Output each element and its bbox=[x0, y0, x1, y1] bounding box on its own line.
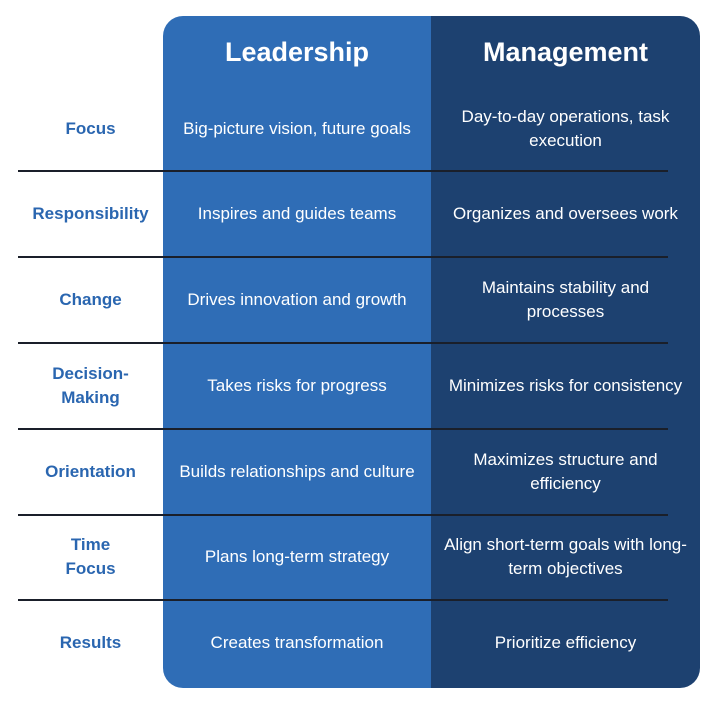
management-column bbox=[431, 16, 700, 688]
management-cell: Organizes and oversees work bbox=[453, 203, 678, 223]
leadership-cell: Takes risks for progress bbox=[207, 375, 387, 395]
row-label: Results bbox=[59, 633, 122, 652]
table-row: Decision- Making Takes risks for progres… bbox=[18, 343, 700, 428]
table-row: Orientation Builds relationships and cul… bbox=[18, 429, 700, 514]
table-row: Responsibility Inspires and guides teams… bbox=[18, 171, 700, 256]
management-cell: Maximizes structure and efficiency bbox=[473, 449, 658, 493]
management-cell: Minimizes risks for consistency bbox=[448, 375, 683, 395]
row-divider bbox=[18, 599, 668, 601]
row-divider bbox=[18, 170, 668, 172]
row-label: Orientation bbox=[45, 461, 136, 481]
leadership-cell: Builds relationships and culture bbox=[179, 461, 415, 481]
row-label: Decision- Making bbox=[52, 363, 129, 407]
management-cell: Day-to-day operations, task execution bbox=[461, 107, 670, 150]
leadership-column bbox=[163, 16, 431, 688]
row-label: Responsibility bbox=[32, 203, 149, 223]
leadership-cell: Plans long-term strategy bbox=[204, 547, 390, 566]
row-label: Change bbox=[59, 289, 122, 309]
leadership-cell: Inspires and guides teams bbox=[197, 203, 397, 223]
leadership-cell: Creates transformation bbox=[210, 633, 384, 652]
table-row: Time Focus Plans long-term strategy Alig… bbox=[18, 515, 700, 599]
management-cell: Prioritize efficiency bbox=[494, 633, 637, 652]
management-header: Management bbox=[482, 36, 649, 67]
management-cell: Align short-term goals with long-term ob… bbox=[444, 535, 687, 578]
row-label: Focus bbox=[65, 119, 116, 138]
leadership-cell: Big-picture vision, future goals bbox=[183, 119, 411, 138]
comparison-card bbox=[163, 16, 700, 688]
leadership-cell: Drives innovation and growth bbox=[187, 289, 407, 309]
table-row: Results Creates transformation Prioritiz… bbox=[18, 600, 700, 686]
table-row: Change Drives innovation and growth Main… bbox=[18, 257, 700, 342]
row-divider bbox=[18, 256, 668, 258]
leadership-header: Leadership bbox=[224, 36, 370, 67]
row-label: Time Focus bbox=[65, 535, 116, 578]
row-divider bbox=[18, 428, 668, 430]
table-row: Focus Big-picture vision, future goals D… bbox=[18, 88, 700, 170]
management-cell: Maintains stability and processes bbox=[481, 277, 650, 321]
row-divider bbox=[18, 514, 668, 516]
row-divider bbox=[18, 342, 668, 344]
